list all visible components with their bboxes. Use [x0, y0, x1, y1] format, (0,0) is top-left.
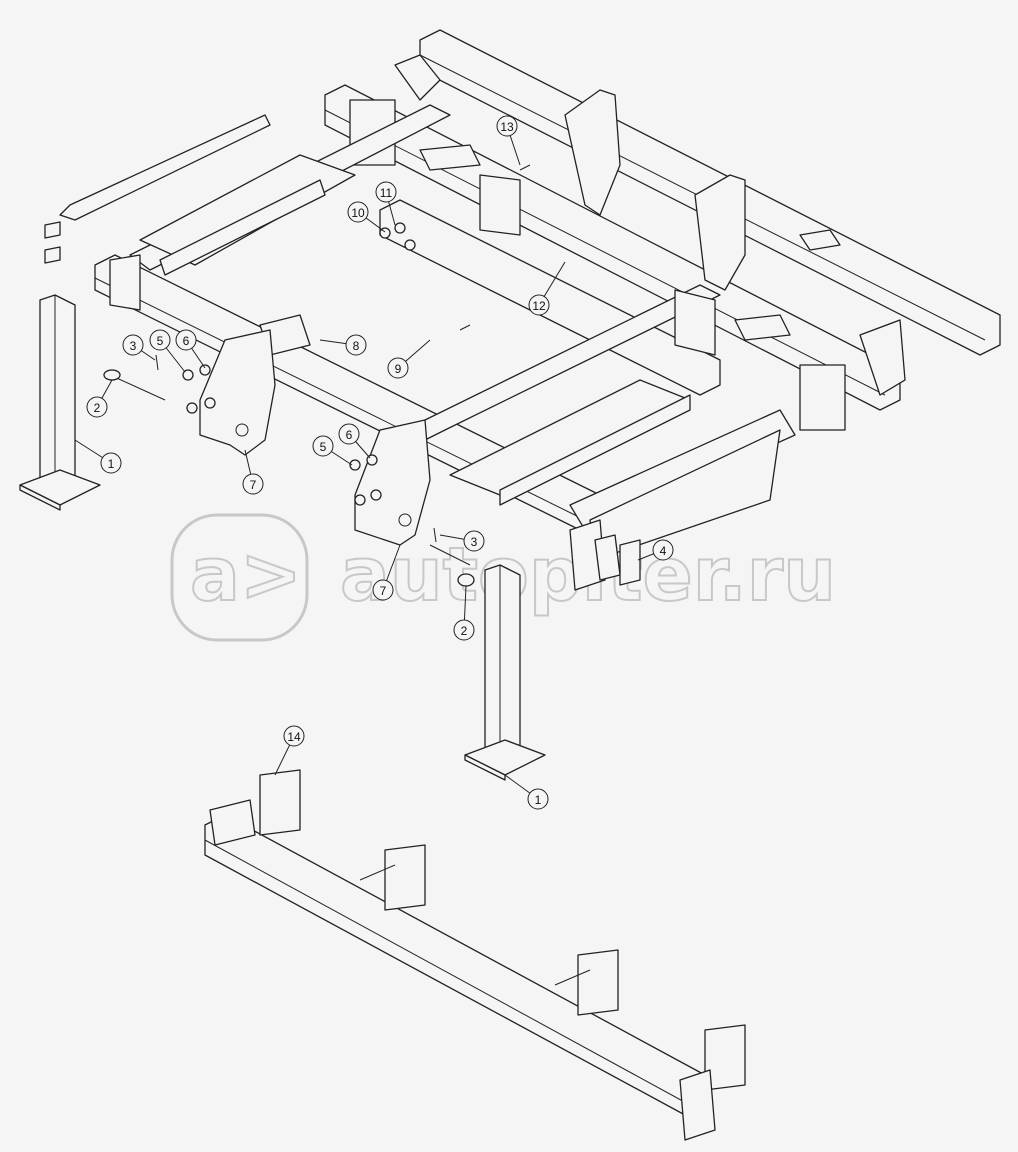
- callout-circle: [372, 579, 394, 601]
- callout-circle: [122, 334, 144, 356]
- callout-circle: [283, 725, 305, 747]
- callout-label: 1: [108, 457, 115, 471]
- callout-circle: [149, 329, 171, 351]
- bottom-beam: [204, 769, 746, 1141]
- callout-label: 9: [395, 362, 402, 376]
- rear-frame: [324, 29, 1001, 431]
- callout-10: 1: [74, 439, 122, 474]
- callout-19: 14: [274, 725, 305, 776]
- callout-9: 2: [86, 379, 113, 418]
- callout-12: 5: [312, 435, 353, 466]
- callout-circle: [387, 357, 409, 379]
- callout-5: 9: [387, 339, 431, 379]
- callout-label: 7: [380, 584, 387, 598]
- callout-4: 8: [319, 334, 367, 356]
- callout-label: 6: [346, 428, 353, 442]
- callout-circle: [375, 181, 397, 203]
- stand-post-mid: [464, 564, 546, 781]
- callout-2: 10: [347, 201, 386, 233]
- callout-circle: [652, 539, 674, 561]
- main-frame: [59, 104, 796, 591]
- bracket-left: [199, 329, 276, 456]
- callout-circle: [312, 435, 334, 457]
- callout-label: 10: [351, 206, 365, 220]
- callout-7: 5: [149, 329, 186, 373]
- callout-label: 8: [353, 339, 360, 353]
- callout-circle: [347, 201, 369, 223]
- callouts: 13 11 10 12 8 9 3 5 6 2 1 7 5 6 3 4 7 2 1 14: [74, 115, 674, 810]
- callout-circle: [86, 396, 108, 418]
- callout-circle: [453, 619, 475, 641]
- callout-label: 7: [250, 478, 257, 492]
- callout-8: 6: [175, 329, 206, 369]
- callout-label: 14: [287, 730, 301, 744]
- callout-13: 6: [338, 423, 371, 459]
- callout-label: 4: [660, 544, 667, 558]
- hardware: [44, 164, 641, 587]
- callout-1: 11: [375, 181, 397, 226]
- callout-circle: [496, 115, 518, 137]
- callout-label: 12: [532, 299, 546, 313]
- callout-label: 5: [157, 334, 164, 348]
- callout-circle: [175, 329, 197, 351]
- callout-label: 11: [380, 186, 393, 200]
- callout-14: 3: [439, 530, 485, 552]
- stand-post-left: [19, 294, 101, 511]
- callout-11: 7: [242, 449, 264, 495]
- callout-18: 1: [504, 774, 549, 810]
- callout-circle: [527, 788, 549, 810]
- callout-label: 5: [320, 440, 327, 454]
- callout-circle: [463, 530, 485, 552]
- callout-label: 13: [500, 120, 514, 134]
- callout-circle: [338, 423, 360, 445]
- callout-circle: [528, 294, 550, 316]
- callout-label: 2: [461, 624, 468, 638]
- callout-3: 12: [528, 261, 566, 316]
- callout-label: 2: [94, 401, 101, 415]
- watermark-logo-text: a>: [190, 532, 302, 618]
- callout-15: 4: [637, 539, 674, 561]
- callout-circle: [345, 334, 367, 356]
- watermark-logo: [170, 513, 309, 642]
- callout-17: 2: [453, 585, 475, 641]
- bracket-mid: [354, 419, 431, 546]
- callout-16: 7: [372, 544, 401, 601]
- callout-circle: [242, 473, 264, 495]
- callout-label: 3: [471, 535, 478, 549]
- callout-circle: [100, 452, 122, 474]
- callout-label: 1: [535, 793, 542, 807]
- callout-label: 6: [183, 334, 190, 348]
- callout-label: 3: [130, 339, 137, 353]
- callout-6: 3: [122, 334, 156, 361]
- callout-0: 13: [496, 115, 521, 166]
